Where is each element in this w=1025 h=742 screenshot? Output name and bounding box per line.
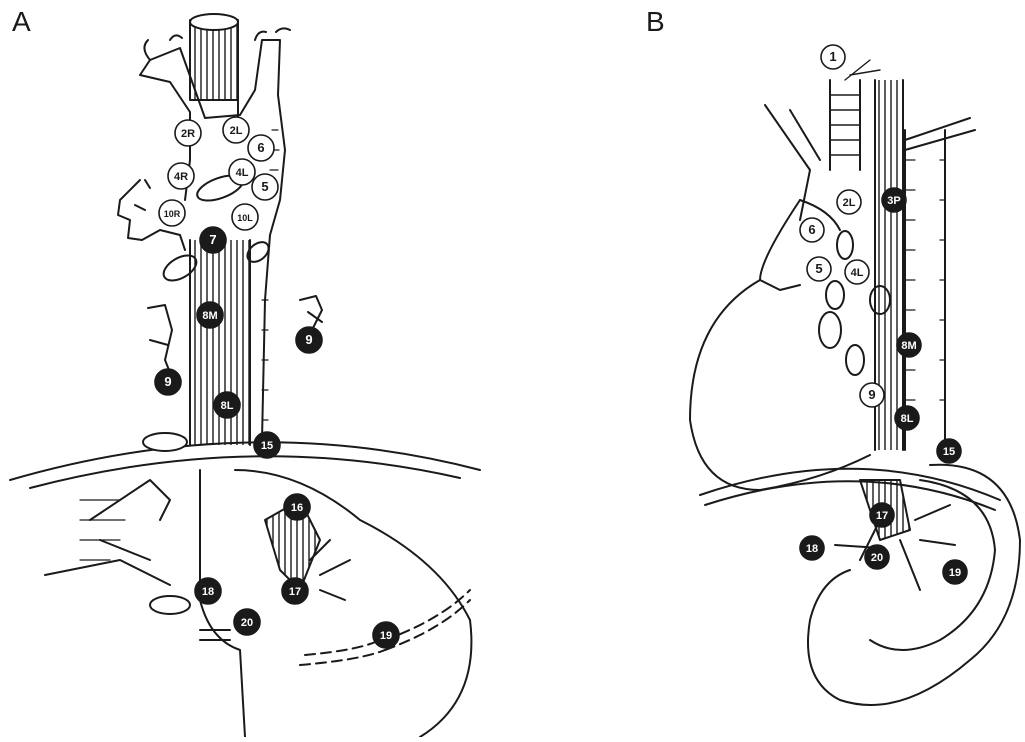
node-a-17-15: 17 — [282, 578, 308, 604]
node-label: 2L — [230, 125, 243, 137]
node-a-4r-3: 4R — [168, 163, 194, 189]
panel-b-letter: B — [646, 6, 665, 38]
node-a-4l-4: 4L — [229, 159, 255, 185]
node-label: 2R — [181, 128, 195, 140]
node-label: 6 — [808, 222, 815, 237]
node-a-8l-12: 8L — [214, 392, 240, 418]
node-a-19-18: 19 — [373, 622, 399, 648]
node-label: 8M — [901, 340, 916, 352]
node-b-9-7: 9 — [860, 383, 884, 407]
node-a-10l-7: 10L — [232, 204, 258, 230]
node-label: 19 — [380, 630, 392, 642]
node-a-16-14: 16 — [284, 494, 310, 520]
panel-a-letter: A — [12, 6, 31, 38]
node-b-18-11: 18 — [800, 536, 824, 560]
stomach-a — [45, 470, 471, 737]
node-b-8m-6: 8M — [897, 333, 921, 357]
node-label: 1 — [829, 49, 836, 64]
node-label: 20 — [871, 552, 883, 564]
node-label: 2L — [843, 197, 856, 209]
node-b-8l-8: 8L — [895, 406, 919, 430]
node-label: 15 — [943, 446, 955, 458]
node-a-2r-0: 2R — [175, 120, 201, 146]
great-vessels-b — [765, 60, 975, 220]
node-label: 5 — [261, 179, 268, 194]
node-b-19-13: 19 — [943, 560, 967, 584]
trachea-top — [190, 14, 238, 100]
node-label: 8L — [221, 400, 234, 412]
node-b-1-0: 1 — [821, 45, 845, 69]
node-label: 17 — [876, 510, 888, 522]
node-b-4l-5: 4L — [845, 260, 869, 284]
node-a-8m-9: 8M — [197, 302, 223, 328]
node-a-15-13: 15 — [254, 432, 280, 458]
node-label: 8L — [901, 413, 914, 425]
node-b-3p-2: 3P — [882, 188, 906, 212]
node-label: 20 — [241, 617, 253, 629]
node-b-15-9: 15 — [937, 439, 961, 463]
node-label: 16 — [291, 502, 303, 514]
node-b-20-12: 20 — [865, 545, 889, 569]
node-label: 5 — [815, 261, 822, 276]
node-label: 10R — [164, 209, 181, 219]
node-a-9-10: 9 — [296, 327, 322, 353]
node-label: 9 — [305, 332, 312, 347]
node-a-18-16: 18 — [195, 578, 221, 604]
node-label: 9 — [164, 374, 171, 389]
node-label: 4L — [851, 267, 864, 279]
node-label: 4L — [236, 167, 249, 179]
node-a-6-2: 6 — [248, 135, 274, 161]
node-b-17-10: 17 — [870, 503, 894, 527]
panel-b-drawing — [690, 60, 1020, 705]
node-a-10r-6: 10R — [159, 200, 185, 226]
node-label: 18 — [806, 543, 818, 555]
heart-b — [690, 200, 870, 490]
node-label: 9 — [868, 387, 875, 402]
node-a-2l-1: 2L — [223, 117, 249, 143]
node-label: 7 — [209, 232, 216, 247]
stomach-b — [808, 465, 1020, 705]
node-b-6-3: 6 — [800, 218, 824, 242]
node-a-7-8: 7 — [200, 227, 226, 253]
node-a-20-17: 20 — [234, 609, 260, 635]
descending-aorta-b — [905, 130, 945, 450]
node-a-5-5: 5 — [252, 174, 278, 200]
node-label: 3P — [887, 195, 900, 207]
right-bronchus — [118, 180, 201, 286]
node-label: 4R — [174, 171, 188, 183]
node-b-5-4: 5 — [807, 257, 831, 281]
node-label: 8M — [202, 310, 217, 322]
node-b-2l-1: 2L — [837, 190, 861, 214]
node-label: 10L — [237, 213, 253, 223]
trachea-b — [830, 80, 860, 170]
node-label: 19 — [949, 567, 961, 579]
node-a-9-11: 9 — [155, 369, 181, 395]
node-label: 17 — [289, 586, 301, 598]
node-label: 15 — [261, 440, 273, 452]
node-label: 18 — [202, 586, 214, 598]
node-label: 6 — [257, 140, 264, 155]
